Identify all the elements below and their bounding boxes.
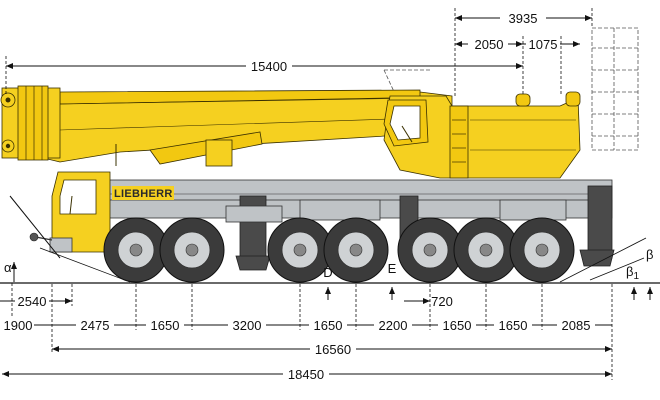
wheel: [397, 217, 463, 283]
dim-top-overall: 3935: [509, 11, 538, 26]
front-approach-line: [9, 195, 61, 259]
dim-top-right: 1075: [529, 37, 558, 52]
dim-axle-spacing: 1650: [499, 318, 528, 333]
dim-axle-spacing: 3200: [233, 318, 262, 333]
dim-front-overhang: 2540: [18, 294, 47, 309]
dim-axle-spacing: 2200: [379, 318, 408, 333]
counterweight-outline: [383, 27, 639, 151]
rear-departure-line: [559, 237, 647, 283]
dim-boom-length: 15400: [251, 59, 287, 74]
wheel: [103, 217, 169, 283]
crane-drawing: LIEBHERR: [0, 27, 647, 283]
angle-beta-1: β1: [626, 264, 639, 282]
superstructure: [383, 91, 581, 179]
dim-axle-spacing: 2475: [81, 318, 110, 333]
dim-axle-spacing: 1650: [314, 318, 343, 333]
dim-top-left: 2050: [475, 37, 504, 52]
dim-axle-spacing: 1650: [151, 318, 180, 333]
brand-logo-text: LIEBHERR: [114, 188, 173, 200]
wheel: [509, 217, 575, 283]
wheels: [103, 217, 575, 283]
dim-axle-spacing: 1900: [4, 318, 33, 333]
driver-cab: [29, 171, 111, 253]
angle-alpha: α: [4, 260, 12, 275]
angle-beta: β: [646, 247, 653, 262]
wheel: [267, 217, 333, 283]
dim-e-offset: 720: [431, 294, 453, 309]
axle-label-d: D: [323, 265, 332, 280]
telescopic-boom: [0, 85, 453, 167]
wheel: [453, 217, 519, 283]
dim-overall-length: 18450: [288, 367, 324, 382]
dim-axle-spacing: 2085: [562, 318, 591, 333]
dim-wheelbase-total: 16560: [315, 342, 351, 357]
bottom-dimensions: 2540 720 1900 2475 1650 3200 1650 2200 1…: [0, 283, 613, 382]
axle-label-e: E: [388, 261, 397, 276]
wheel: [159, 217, 225, 283]
wheel: [323, 217, 389, 283]
top-dimensions: 3935 2050 1075 15400: [5, 8, 593, 96]
dim-axle-spacing: 1650: [443, 318, 472, 333]
carrier-chassis: [59, 179, 615, 271]
